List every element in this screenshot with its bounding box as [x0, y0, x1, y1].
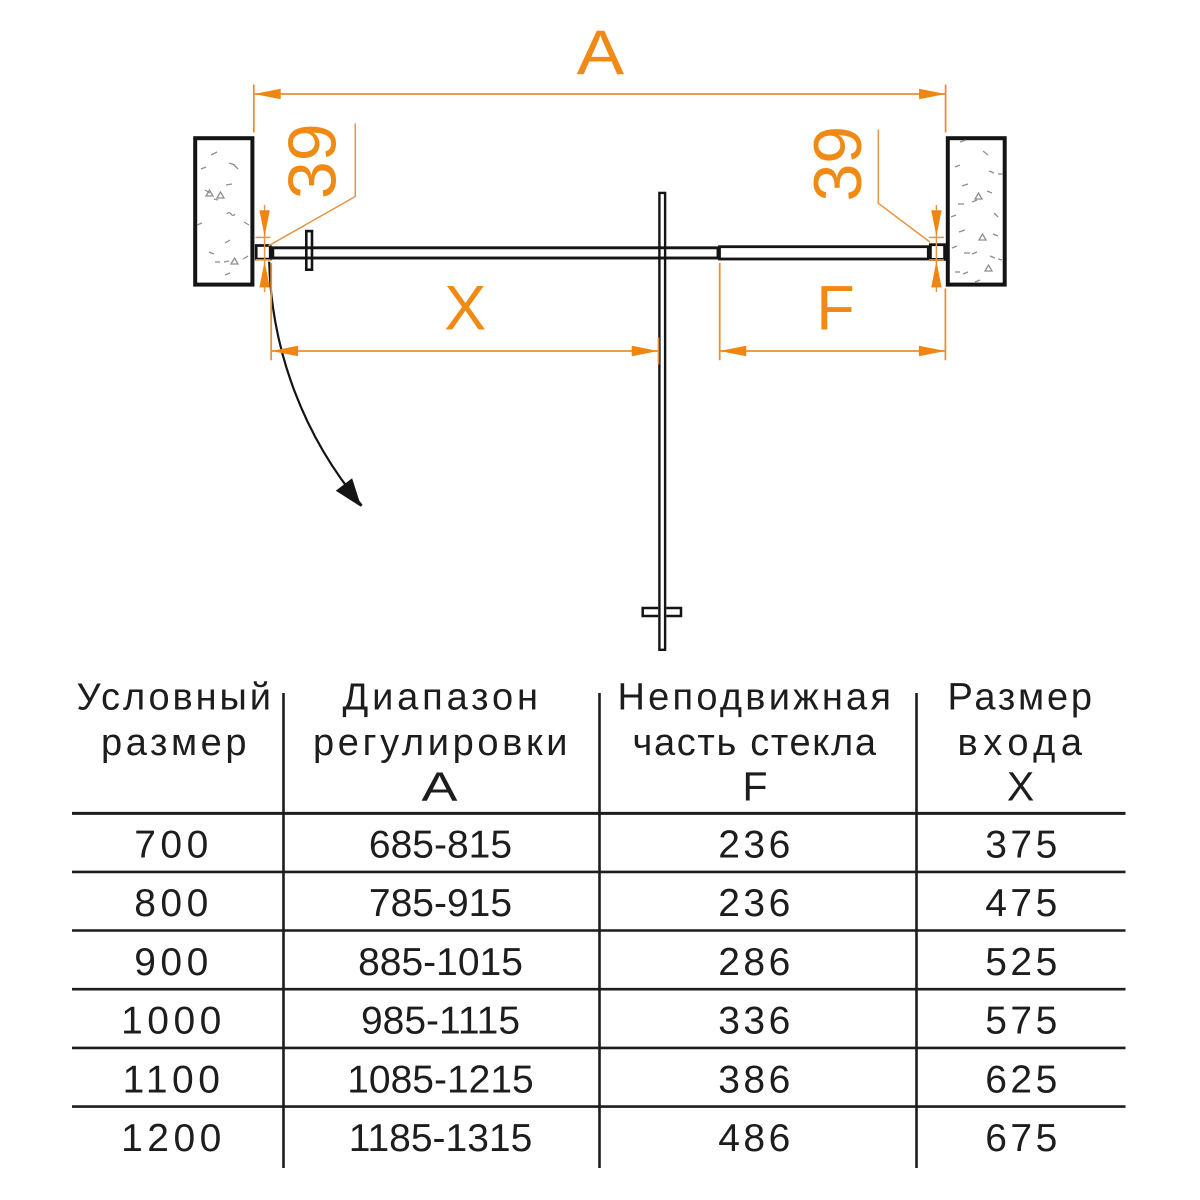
svg-text:1185-1315: 1185-1315	[349, 1117, 533, 1160]
svg-text:1000: 1000	[121, 1000, 226, 1043]
svg-text:700: 700	[134, 824, 213, 867]
svg-text:1100: 1100	[123, 1058, 225, 1101]
svg-text:регулировки: регулировки	[313, 722, 569, 764]
svg-text:Условный: Условный	[77, 677, 273, 719]
svg-text:386: 386	[718, 1058, 794, 1101]
svg-text:А: А	[422, 763, 459, 809]
svg-text:486: 486	[718, 1117, 794, 1160]
svg-text:985-1115: 985-1115	[361, 1000, 520, 1043]
svg-text:675: 675	[985, 1117, 1061, 1160]
svg-text:1200: 1200	[121, 1117, 226, 1160]
svg-text:286: 286	[718, 941, 794, 984]
svg-text:39: 39	[275, 123, 351, 199]
svg-text:входа: входа	[958, 722, 1084, 764]
svg-text:236: 236	[718, 824, 794, 867]
svg-text:800: 800	[134, 882, 213, 925]
svg-text:X: X	[444, 274, 486, 344]
svg-text:Неподвижная: Неподвижная	[618, 677, 893, 719]
svg-text:Размер: Размер	[948, 677, 1094, 719]
svg-text:размер: размер	[101, 722, 248, 764]
svg-text:900: 900	[134, 941, 213, 984]
svg-text:785-915: 785-915	[369, 882, 512, 925]
svg-text:Диапазон: Диапазон	[343, 677, 540, 719]
svg-text:885-1015: 885-1015	[358, 941, 523, 984]
svg-text:336: 336	[718, 1000, 794, 1043]
svg-text:525: 525	[985, 941, 1061, 984]
svg-text:236: 236	[718, 882, 794, 925]
svg-text:625: 625	[985, 1058, 1061, 1101]
svg-text:375: 375	[985, 824, 1061, 867]
svg-text:685-815: 685-815	[369, 824, 512, 867]
svg-text:A: A	[577, 18, 625, 88]
svg-text:575: 575	[985, 1000, 1061, 1043]
svg-text:39: 39	[800, 126, 876, 202]
svg-text:X: X	[1007, 763, 1034, 809]
svg-text:F: F	[742, 763, 767, 809]
svg-text:475: 475	[985, 882, 1061, 925]
svg-text:F: F	[816, 274, 854, 344]
svg-text:часть стекла: часть стекла	[633, 722, 878, 764]
svg-text:1085-1215: 1085-1215	[347, 1058, 534, 1101]
